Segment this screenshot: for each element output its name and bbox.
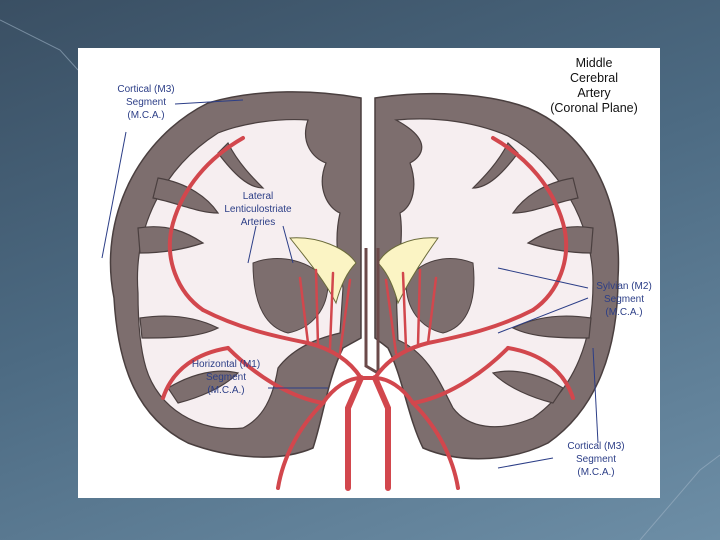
diagram-frame: Middle Cerebral Artery (Coronal Plane) C… — [78, 48, 660, 498]
label-lateral-lenticulostriate: Lateral Lenticulostriate Arteries — [224, 191, 292, 228]
diagram-title: Middle Cerebral Artery (Coronal Plane) — [550, 56, 638, 115]
label-leader-lines — [101, 99, 599, 469]
label-cortical-m3-bottom: Cortical (M3) Segment (M.C.A.) — [567, 441, 625, 478]
third-ventricle — [364, 248, 380, 376]
label-horizontal-m1: Horizontal (M1) Segment (M.C.A.) — [191, 359, 261, 396]
label-sylvian-m2: Sylvian (M2) Segment (M.C.A.) — [596, 281, 652, 318]
middle-cerebral-arteries — [161, 136, 575, 491]
cortical-folds — [137, 141, 594, 404]
label-cortical-m3-top: Cortical (M3) Segment (M.C.A.) — [117, 84, 175, 121]
brain-coronal-diagram — [101, 91, 620, 491]
lateral-ventricles — [289, 237, 439, 305]
basal-ganglia — [252, 258, 475, 334]
lenticulostriate-arteries — [298, 268, 438, 355]
